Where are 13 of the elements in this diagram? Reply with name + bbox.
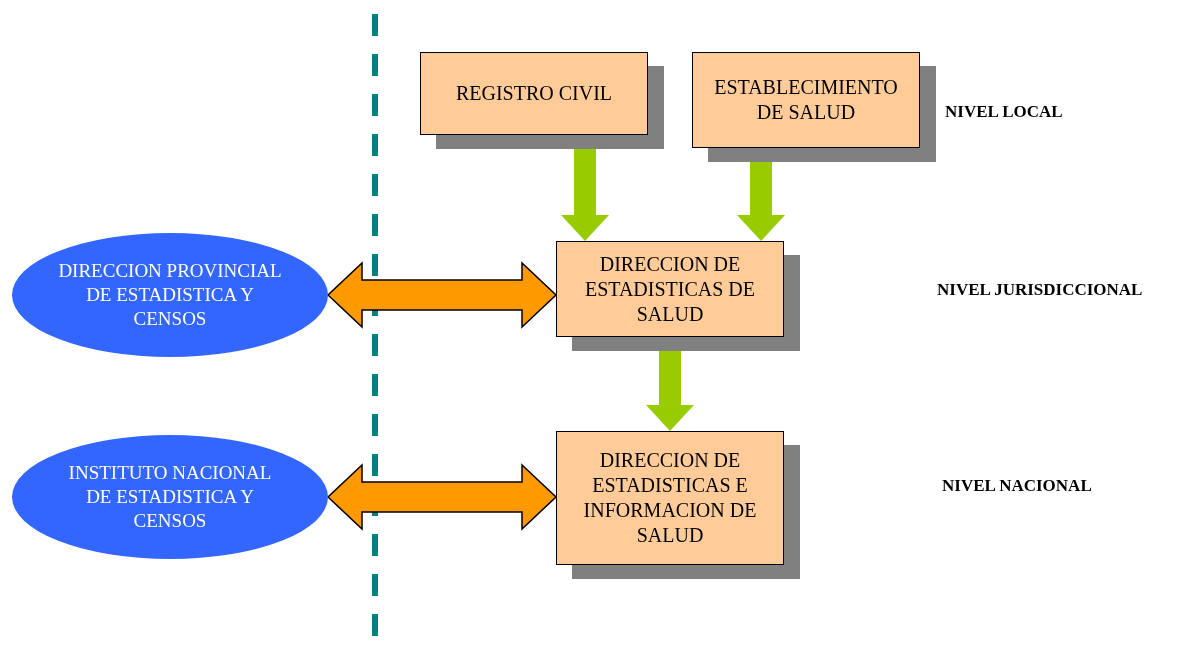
level-label: NIVEL LOCAL (945, 102, 1063, 122)
box-label: DIRECCION DE ESTADISTICAS E INFORMACION DE SALUD (582, 448, 758, 548)
box-label: REGISTRO CIVIL (454, 81, 614, 106)
double-block-arrow (326, 261, 558, 329)
level-label: NIVEL JURISDICCIONAL (937, 280, 1143, 300)
box-label: ESTABLECIMIENTO DE SALUD (713, 75, 899, 125)
level-label: NIVEL NACIONAL (942, 476, 1092, 496)
ellipse-node (12, 233, 328, 357)
ellipse-label: DIRECCION PROVINCIAL DE ESTADISTICA Y CENSOS (57, 259, 283, 331)
ellipse-node (12, 435, 328, 559)
box-label: DIRECCION DE ESTADISTICAS DE SALUD (583, 251, 757, 327)
double-block-arrow (326, 463, 558, 531)
ellipse-label: INSTITUTO NACIONAL DE ESTADISTICA Y CENSOS (67, 461, 273, 533)
